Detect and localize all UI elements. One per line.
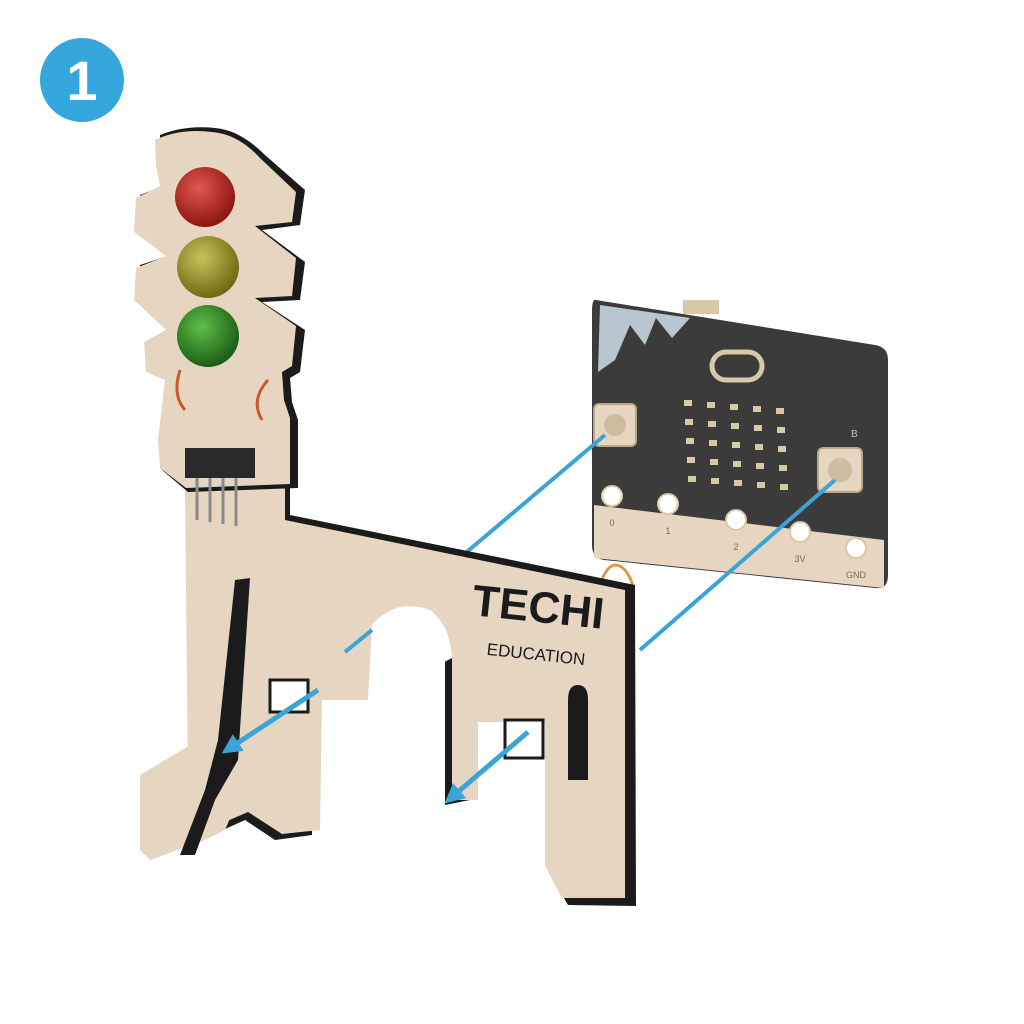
step-number: 1: [66, 49, 97, 112]
pin-label: 3V: [794, 554, 805, 564]
led: [730, 404, 738, 410]
stand-face: [185, 478, 625, 898]
pin-hole: [789, 521, 811, 543]
arch-cutout: [372, 606, 452, 700]
led: [688, 476, 696, 482]
led: [711, 478, 719, 484]
led: [685, 419, 693, 425]
led: [710, 459, 718, 465]
pin-labels: 0 1 2 3V GND: [609, 518, 866, 580]
pin-hole: [657, 493, 679, 515]
light-green: [177, 305, 239, 367]
led-matrix: [684, 400, 788, 490]
pin-label: 1: [665, 526, 670, 536]
step-badge-circle: [40, 38, 124, 122]
led: [754, 425, 762, 431]
pin-hole: [601, 485, 623, 507]
led: [686, 438, 694, 444]
edge-connector: [594, 505, 884, 588]
pin-holes: [601, 485, 867, 559]
header-pins: [195, 478, 238, 526]
button-b-label: B: [851, 429, 858, 440]
led: [757, 482, 765, 488]
led: [755, 444, 763, 450]
arrow-left-segment: [343, 628, 374, 654]
arrow-right: [444, 730, 530, 804]
led: [731, 423, 739, 429]
led: [779, 465, 787, 471]
alignment-line-a-upper: [460, 433, 607, 558]
wire-right: [255, 378, 270, 421]
pin-label: 2: [733, 542, 738, 552]
usb-connector: [683, 300, 719, 314]
led: [753, 406, 761, 412]
left-foot: [140, 578, 250, 860]
led: [780, 484, 788, 490]
led: [734, 480, 742, 486]
button-b: [817, 447, 863, 493]
pin-label: GND: [846, 570, 867, 580]
pin-header: [185, 448, 255, 478]
board-accent: [598, 305, 690, 372]
led: [707, 402, 715, 408]
light-red: [175, 167, 235, 227]
led: [733, 461, 741, 467]
microbit-board: B 0 1 2 3V GND: [592, 299, 888, 602]
light-yellow: [177, 236, 239, 298]
led: [708, 421, 716, 427]
slot-vertical: [568, 685, 588, 780]
alignment-line-b-upper: [638, 478, 837, 652]
led: [777, 427, 785, 433]
board-logo-icon: [709, 349, 765, 383]
slot-right: [503, 718, 545, 760]
led: [684, 400, 692, 406]
pin-hole: [725, 509, 747, 531]
led: [756, 463, 764, 469]
led: [709, 440, 717, 446]
pin-hole: [845, 537, 867, 559]
traffic-light-stand: TECHI EDUCATION: [140, 478, 636, 906]
led: [732, 442, 740, 448]
step-badge: 1: [40, 38, 124, 122]
pin-label: 0: [609, 518, 614, 528]
left-foot-edge: [180, 578, 250, 855]
traffic-light-head: [134, 127, 305, 526]
arrow-left: [221, 687, 320, 754]
led: [776, 408, 784, 414]
led: [778, 446, 786, 452]
led: [687, 457, 695, 463]
wire-left: [175, 369, 187, 411]
